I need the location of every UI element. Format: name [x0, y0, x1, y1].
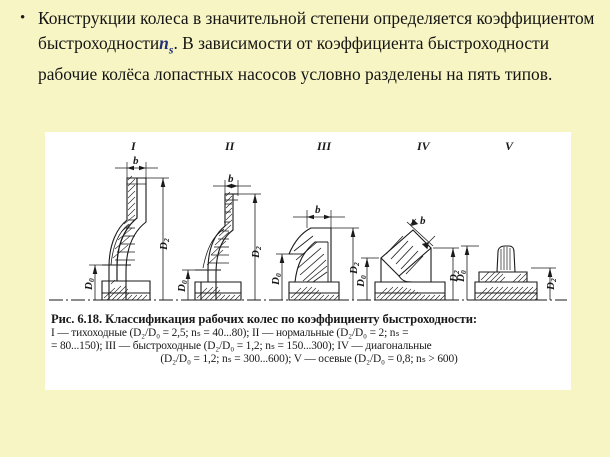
d2-label-3: D2 — [348, 262, 361, 275]
b-label-2: b — [228, 173, 234, 185]
d0-label-1: D0 — [83, 278, 96, 291]
d2-label-4: D2 — [448, 270, 461, 283]
type-label-4: IV — [416, 139, 431, 153]
impeller-type-4 — [361, 218, 459, 301]
impeller-classification-diagram: I II III IV V b b b b D2 D2 D2 D2 D2 D0 … — [49, 139, 567, 301]
caption-line-1: I — тихоходные (D₂/D₀ = 2,5; nₛ = 40...8… — [51, 327, 409, 339]
d2-label-5: D2 — [545, 278, 558, 291]
d2-label-1: D2 — [158, 238, 171, 251]
paragraph-combined: Конструкции колеса в значительной степен… — [38, 6, 598, 87]
impeller-type-2 — [182, 180, 261, 301]
bullet-glyph: • — [20, 10, 26, 26]
slide-text-block: • Конструкции колеса в значительной степ… — [16, 6, 598, 87]
caption-title: Рис. 6.18. Классификация рабочих колес п… — [51, 312, 477, 326]
paragraph-part-1: Конструкции колеса в значительной степен… — [38, 8, 595, 53]
d0-label-5: D0 — [455, 270, 468, 283]
impeller-type-1 — [89, 162, 169, 301]
impeller-type-3 — [276, 210, 359, 301]
type-label-5: V — [505, 139, 514, 153]
type-label-3: III — [316, 139, 332, 153]
ns-symbol: ns — [159, 33, 174, 57]
d0-label-4: D0 — [355, 275, 368, 288]
caption-line-2: = 80...150); III — быстроходные (D₂/D₀ =… — [51, 340, 432, 353]
figure-panel: I II III IV V b b b b D2 D2 D2 D2 D2 D0 … — [45, 132, 571, 390]
ns-subscript: s — [168, 42, 174, 57]
type-label-2: II — [224, 139, 236, 153]
d0-label-2: D0 — [176, 280, 189, 293]
type-label-1: I — [130, 139, 137, 153]
bullet-text: Конструкции колеса в значительной степен… — [38, 6, 598, 87]
d0-label-3: D0 — [270, 273, 283, 286]
b-label-3: b — [315, 204, 321, 216]
bullet-item: • Конструкции колеса в значительной степ… — [16, 6, 598, 87]
ns-base: n — [159, 33, 169, 53]
figure-caption: Рис. 6.18. Классификация рабочих колес п… — [51, 312, 567, 367]
impeller-type-5 — [461, 245, 556, 301]
b-label-4: b — [420, 215, 426, 227]
d2-label-2: D2 — [250, 246, 263, 259]
paragraph-part-2: . В зависимости от коэффициента быстрохо… — [38, 33, 553, 85]
b-label-1: b — [133, 155, 139, 167]
caption-line-3: (D₂/D₀ = 1,2; nₛ = 300...600); V — осевы… — [160, 353, 458, 366]
